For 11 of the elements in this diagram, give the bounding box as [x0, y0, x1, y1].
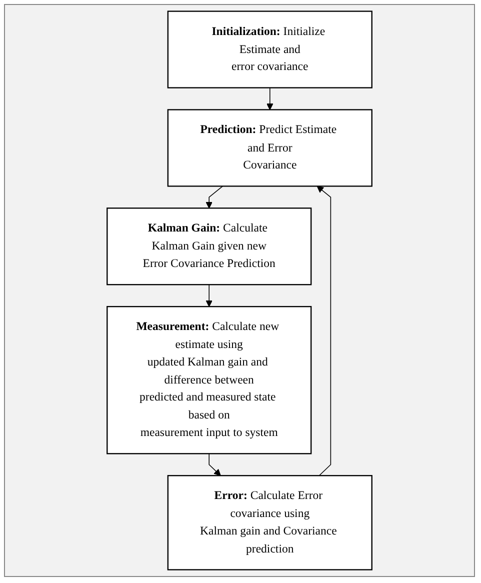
node-box — [167, 10, 372, 88]
arrow — [208, 453, 221, 476]
flowchart: Initialization: Initialize Estimate and error covariance Prediction: Predict Estimate and Error Covariance Kalman Gain: Calculate Kalman Gain given new Error Covariance Prediction Measurement: Calculate new estimate using updated Kalman gain and difference between predicted and measured state based on measurement input to system Error: Calculate Error covariance using Kalman gain and Covariance prediction — [5, 5, 474, 576]
node-box — [106, 208, 312, 286]
node-box — [106, 306, 312, 454]
arrow — [206, 186, 224, 208]
arrow — [206, 284, 213, 307]
node-box — [167, 109, 372, 187]
arrow — [316, 186, 332, 476]
arrow — [266, 87, 274, 110]
node-box — [167, 475, 372, 570]
